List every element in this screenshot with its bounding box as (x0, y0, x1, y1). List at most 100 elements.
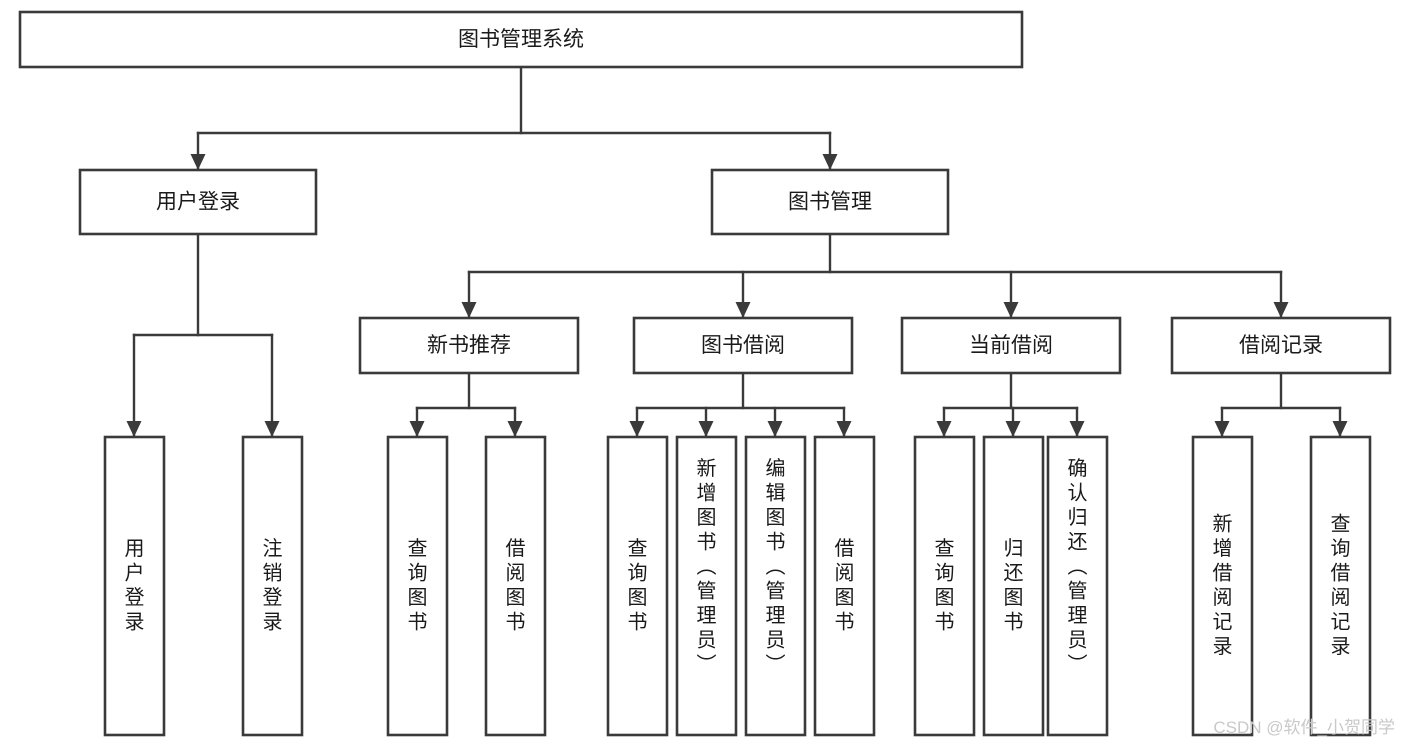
node-label-char: 询 (408, 562, 428, 585)
arrow-head-icon (126, 421, 142, 437)
node-book-borrow[interactable]: 图书借阅 (632, 316, 854, 375)
node-box[interactable] (982, 435, 1045, 737)
leaf-node-leaf-edit-book-admin[interactable]: 编辑图书︵管理员︶ (744, 435, 807, 737)
node-user-login[interactable]: 用户登录 (78, 168, 318, 236)
node-box[interactable] (386, 435, 449, 737)
node-label-char: ︵ (697, 556, 717, 578)
node-label-char: 查 (408, 537, 428, 560)
node-label-char: 阅 (1213, 586, 1233, 609)
nodes-layer: 图书管理系统用户登录图书管理新书推荐图书借阅当前借阅借阅记录用户登录注销登录查询… (18, 10, 1392, 737)
arrow-head-icon (190, 154, 206, 170)
node-label-char: 员 (697, 630, 717, 652)
node-label-char: 记 (1331, 611, 1351, 634)
node-label: 编辑图书︵管理员︶ (766, 457, 786, 676)
node-box[interactable] (484, 435, 547, 737)
leaf-node-leaf-query-book-borrow[interactable]: 查询图书 (606, 435, 669, 737)
node-current-borrow[interactable]: 当前借阅 (900, 316, 1122, 375)
node-label-char: ︵ (1068, 556, 1088, 578)
node-label-char: 借 (1331, 562, 1351, 585)
node-label: 借阅图书 (506, 537, 526, 634)
node-label-char: 书 (697, 531, 717, 554)
node-box[interactable] (710, 168, 950, 236)
leaf-node-leaf-logout[interactable]: 注销登录 (241, 435, 304, 737)
leaf-node-leaf-add-book-admin[interactable]: 新增图书︵管理员︶ (675, 435, 738, 737)
node-label-char: 查 (935, 537, 955, 560)
node-new-book-recommend[interactable]: 新书推荐 (358, 316, 580, 375)
connector-current-to-leaves (936, 371, 1085, 438)
node-label-char: 图 (835, 587, 855, 609)
leaf-node-leaf-confirm-return-admin[interactable]: 确认归还︵管理员︶ (1046, 435, 1109, 737)
node-box[interactable] (1046, 435, 1109, 737)
node-label-char: 认 (1068, 482, 1088, 505)
node-label-char: ︵ (766, 556, 786, 578)
arrow-head-icon (1003, 302, 1019, 318)
node-label: 查询图书 (628, 537, 648, 634)
node-box[interactable] (606, 435, 669, 737)
node-label: 归还图书 (1004, 537, 1024, 634)
node-label-char: 管 (697, 580, 717, 603)
arrow-head-icon (629, 421, 645, 437)
node-label-char: 辑 (766, 482, 786, 505)
node-label-char: ︶ (1068, 653, 1088, 676)
connector-bookmgmt-to-level3 (461, 232, 1289, 319)
node-box[interactable] (913, 435, 976, 737)
node-label-char: 图 (408, 587, 428, 609)
node-label-char: 书 (835, 611, 855, 634)
node-box[interactable] (900, 316, 1122, 375)
node-label-char: 登 (125, 586, 145, 609)
node-box[interactable] (18, 10, 1024, 69)
node-label-char: 录 (263, 612, 283, 634)
leaf-node-leaf-borrow-book[interactable]: 借阅图书 (813, 435, 876, 737)
connector-user-login-to-leaves (126, 232, 280, 438)
node-label-char: 书 (766, 531, 786, 554)
node-box[interactable] (675, 435, 738, 737)
arrow-head-icon (698, 421, 714, 437)
node-label-char: 阅 (835, 562, 855, 585)
node-borrow-record[interactable]: 借阅记录 (1170, 316, 1392, 375)
node-box[interactable] (744, 435, 807, 737)
node-box[interactable] (358, 316, 580, 375)
node-label-char: 录 (1331, 636, 1351, 658)
leaf-node-leaf-query-book-recommend[interactable]: 查询图书 (386, 435, 449, 737)
leaf-node-leaf-borrow-book-recommend[interactable]: 借阅图书 (484, 435, 547, 737)
node-box[interactable] (813, 435, 876, 737)
node-label-char: 图 (506, 587, 526, 609)
arrow-head-icon (836, 421, 852, 437)
node-label-char: 询 (628, 562, 648, 585)
node-label-char: 理 (697, 605, 717, 627)
node-book-management[interactable]: 图书管理 (710, 168, 950, 236)
leaf-node-leaf-user-login[interactable]: 用户登录 (103, 435, 166, 737)
node-label: 当前借阅 (969, 334, 1053, 357)
node-label: 确认归还︵管理员︶ (1068, 457, 1088, 676)
node-label-char: 图 (697, 507, 717, 529)
node-box[interactable] (1170, 316, 1392, 375)
node-label-char: 书 (408, 611, 428, 634)
arrow-head-icon (409, 421, 425, 437)
leaf-node-leaf-return-book[interactable]: 归还图书 (982, 435, 1045, 737)
node-label-char: 理 (766, 605, 786, 627)
node-box[interactable] (103, 435, 166, 737)
node-label: 新书推荐 (427, 334, 511, 357)
leaf-node-leaf-query-book-current[interactable]: 查询图书 (913, 435, 976, 737)
node-label: 用户登录 (125, 538, 145, 634)
node-label-char: 录 (1213, 636, 1233, 658)
node-label-char: 确 (1068, 457, 1088, 480)
node-box[interactable] (1191, 435, 1254, 737)
arrow-head-icon (507, 421, 523, 437)
node-box[interactable] (241, 435, 304, 737)
node-label-char: 图 (766, 507, 786, 529)
node-label-char: 增 (697, 482, 717, 505)
node-label-char: 管 (1068, 580, 1088, 603)
node-label-char: 查 (1331, 513, 1351, 536)
leaf-node-leaf-query-borrow-record[interactable]: 查询借阅记录 (1309, 435, 1372, 737)
node-root[interactable]: 图书管理系统 (18, 10, 1024, 69)
node-box[interactable] (78, 168, 318, 236)
arrow-head-icon (1273, 302, 1289, 318)
arrow-head-icon (1332, 421, 1348, 437)
node-box[interactable] (1309, 435, 1372, 737)
node-label-char: 理 (1068, 605, 1088, 627)
node-box[interactable] (632, 316, 854, 375)
leaf-node-leaf-add-borrow-record[interactable]: 新增借阅记录 (1191, 435, 1254, 737)
node-label-char: 书 (935, 611, 955, 634)
